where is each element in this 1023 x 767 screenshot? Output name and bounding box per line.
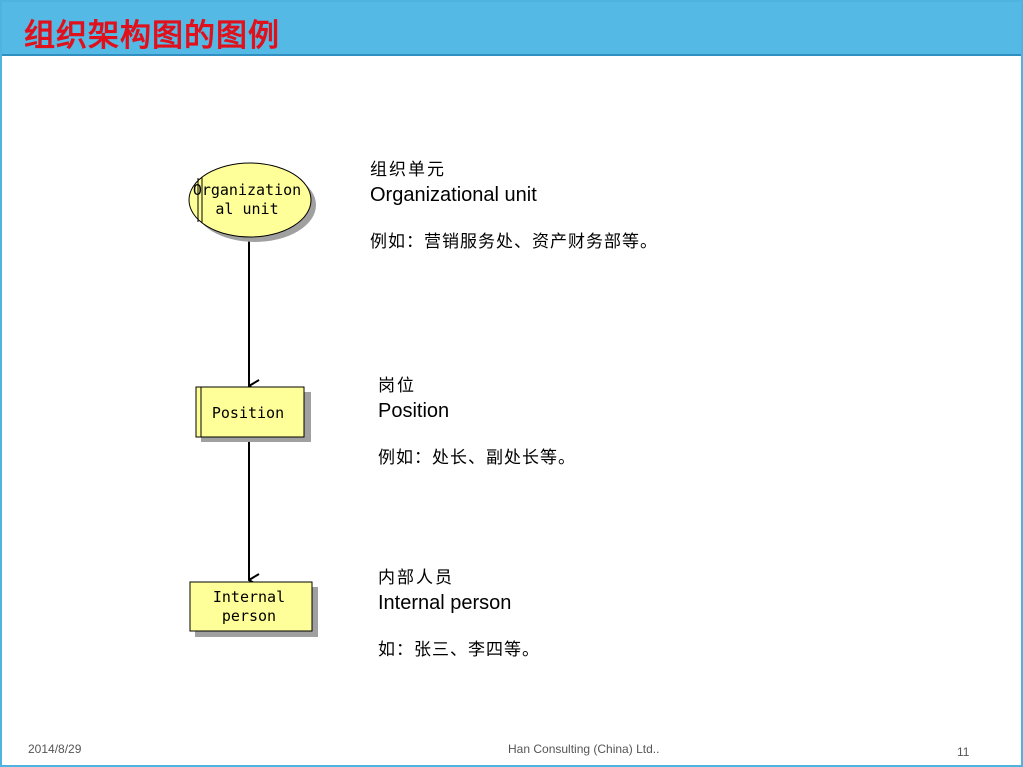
legend-position-en: Position [378,400,450,422]
legend-internal-person-cn: 内部人员 [378,568,454,587]
node-org-unit-label-line1: Organization [193,181,301,199]
title-bar: 组织架构图的图例 [2,2,1021,54]
legend-org-unit-example: 例如：营销服务处、资产财务部等。 [370,232,658,251]
legend-position: 岗位 Position 例如：处长、副处长等。 [378,374,576,470]
legend-internal-person: 内部人员 Internal person 如：张三、李四等。 [378,566,540,662]
footer-page-number: 11 [957,745,970,759]
node-position-label: Position [212,404,284,422]
legend-internal-person-example: 如：张三、李四等。 [378,640,540,659]
node-internal-person-label-line2: person [222,607,276,625]
title-divider [2,54,1021,56]
node-internal-person-label-line1: Internal [213,588,285,606]
footer-date: 2014/8/29 [28,742,82,756]
node-internal-person: Internal person [189,581,318,637]
node-org-unit: Organization al unit [188,162,316,242]
node-org-unit-label-line2: al unit [215,200,278,218]
legend-org-unit-en: Organizational unit [370,184,537,206]
slide-title: 组织架构图的图例 [24,18,280,54]
legend-position-cn: 岗位 [378,376,416,395]
footer-company: Han Consulting (China) Ltd.. [508,742,660,756]
legend-position-example: 例如：处长、副处长等。 [378,448,576,467]
legend-internal-person-en: Internal person [378,592,512,614]
node-position: Position [195,386,311,442]
legend-org-unit-cn: 组织单元 [370,160,446,179]
legend-org-unit: 组织单元 Organizational unit 例如：营销服务处、资产财务部等… [370,158,658,254]
